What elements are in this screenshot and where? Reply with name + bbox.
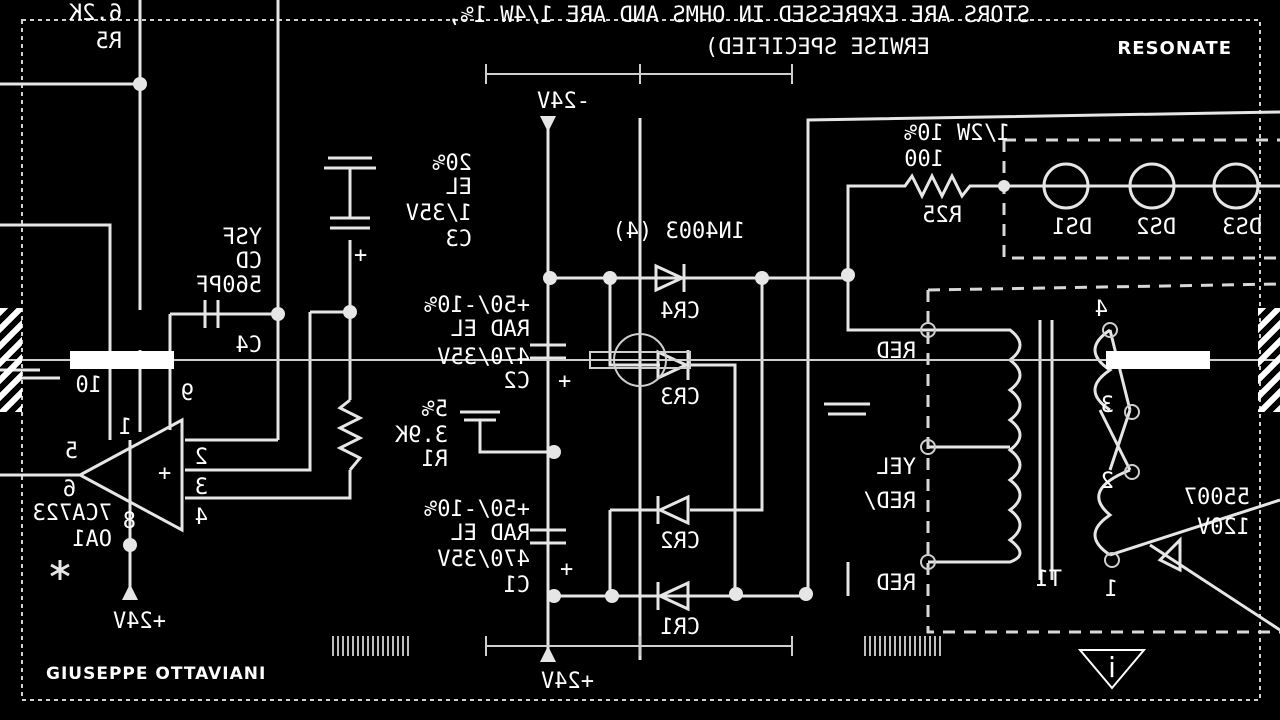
pin-1: 1 [119, 415, 132, 440]
crosshair-overlay [0, 64, 1280, 656]
c1-type: RAD EL [451, 521, 530, 546]
r5-value: 6.2K [68, 1, 122, 26]
oa1-label: OA1 [72, 527, 112, 552]
pos-supply-label: +24V [541, 669, 594, 694]
xfmr-pin-4: 4 [1095, 297, 1108, 322]
ds3-label: DS3 [1222, 215, 1262, 240]
oa1-part: 7CA723 [33, 501, 112, 526]
r25-value: 100 [904, 147, 944, 172]
right-barcode [864, 636, 944, 656]
ds1-label: DS1 [1052, 215, 1092, 240]
pin-4: 4 [195, 505, 208, 530]
r1-tol: 5% [422, 397, 449, 422]
right-stripes [1258, 308, 1280, 412]
pos-supply-arrow [540, 646, 556, 662]
wire-red-yel: RED/ [863, 489, 916, 514]
c2-value: 470/35V [437, 345, 530, 370]
t1-label: T1 [1036, 567, 1063, 592]
artist-name: GIUSEPPE OTTAVIANI [46, 664, 267, 684]
c3-type: EL [446, 175, 473, 200]
neg-supply-label: -24V [537, 89, 590, 114]
xfmr-pin-3: 3 [1101, 393, 1114, 418]
info-icon: i [1076, 646, 1148, 690]
junction-dots [123, 77, 1010, 603]
opamp-plus: + [158, 461, 171, 486]
r1-value: 3.9K [394, 423, 448, 448]
c2-label: C2 [504, 369, 531, 394]
r5-label: R5 [96, 29, 123, 54]
c3-value: 1/35V [406, 201, 472, 226]
spec-note-line1: STORS ARE EXPRESSED IN OHMS AND ARE 1/4W… [447, 3, 1030, 28]
c3-label: C3 [446, 227, 473, 252]
pin-9: 9 [181, 381, 194, 406]
left-white-bar [70, 351, 174, 369]
c4-dielectric: CD [236, 249, 263, 274]
r25-label: R25 [922, 203, 962, 228]
right-white-bar [1106, 351, 1210, 369]
misc-10: 10 [76, 373, 103, 398]
c1-value: 470/35V [437, 547, 530, 572]
xfmr-pin-2: 2 [1101, 469, 1114, 494]
r25-rating: 1/2W 10% [904, 121, 1010, 146]
c3-tol: 20% [432, 151, 472, 176]
wire-red-top: RED [876, 339, 916, 364]
diode-part-label: 1N4003 (4) [613, 219, 745, 244]
cr4-label: CR4 [660, 299, 700, 324]
c2-tol: +50/-10% [424, 293, 530, 318]
c1-tol: +50/-10% [424, 497, 530, 522]
r1-label: R1 [422, 447, 449, 472]
pin-5: 5 [65, 439, 78, 464]
info-symbol: i [1108, 651, 1116, 684]
c4-type: YSF [222, 225, 262, 250]
xfmr-voltage: 120V [1197, 515, 1250, 540]
wire-yel: YEL [876, 455, 916, 480]
pin-6: 6 [63, 477, 76, 502]
pin-8: 8 [123, 509, 136, 534]
opamp-supply-label: +24V [113, 609, 166, 634]
c4-value: 560PF [196, 273, 262, 298]
c4-label: C4 [236, 333, 263, 358]
c3-plus: + [354, 243, 367, 268]
schematic-wires [0, 0, 1280, 660]
pin-3: 3 [195, 475, 208, 500]
pin-2: 2 [195, 445, 208, 470]
channel-logo: RESONATE [1117, 38, 1232, 59]
c2-type: RAD EL [451, 317, 530, 342]
c1-label: C1 [504, 573, 531, 598]
c1-plus: + [560, 557, 573, 582]
dashed-enclosures [926, 138, 1280, 634]
cr3-label: CR3 [660, 385, 700, 410]
left-barcode [332, 636, 412, 656]
neg-supply-arrow [540, 116, 556, 132]
c2-plus: + [558, 369, 571, 394]
opamp-supply-arrow [122, 584, 138, 600]
ds2-label: DS2 [1136, 215, 1176, 240]
terminals [920, 322, 1140, 570]
spec-note-line2: ERWISE SPECIFIED) [705, 35, 930, 60]
schematic-labels: STORS ARE EXPRESSED IN OHMS AND ARE 1/4W… [33, 1, 1262, 694]
asterisk-mark [50, 560, 70, 580]
cr2-label: CR2 [660, 529, 700, 554]
left-stripes [0, 308, 22, 412]
xfmr-pin-1: 1 [1105, 577, 1118, 602]
xfmr-part: 55007 [1184, 485, 1250, 510]
wire-red-bottom: RED [876, 571, 916, 596]
cr1-label: CR1 [660, 615, 700, 640]
